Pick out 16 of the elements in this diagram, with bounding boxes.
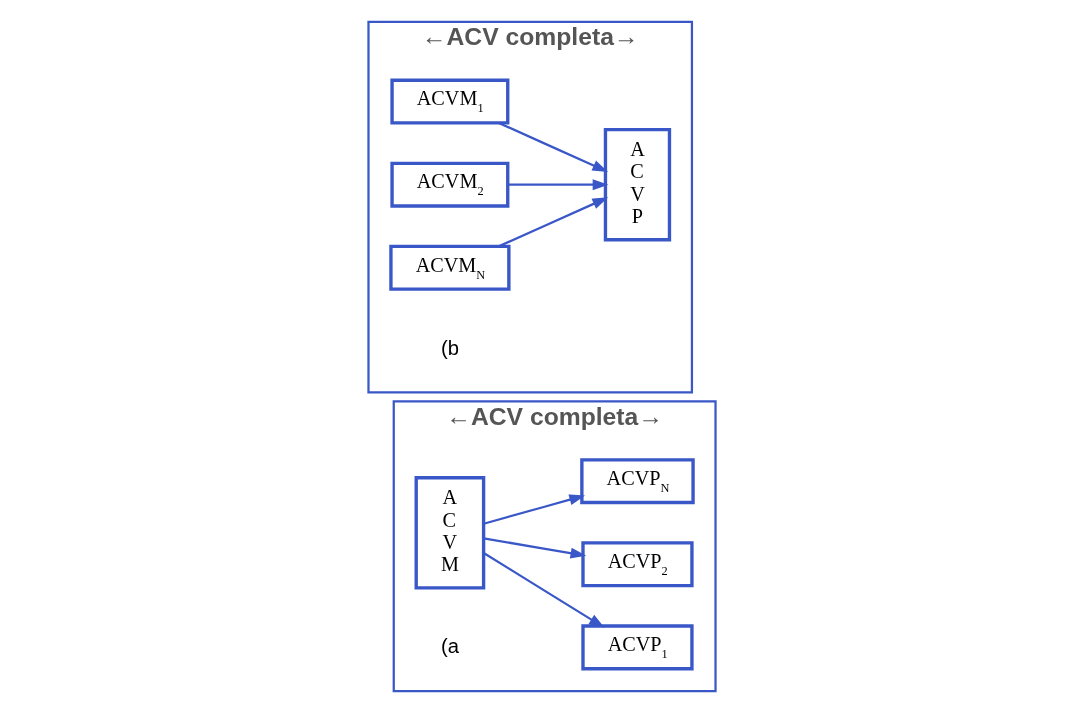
node-box: ACVM$_{1}$ [390, 78, 510, 125]
label: (b [440, 336, 459, 359]
node-box: A C V M [414, 476, 486, 590]
node-box: ACVP$_{N}$ [580, 458, 695, 505]
node-box: ACVM$_{N}$ [389, 244, 511, 291]
arrow [483, 537, 587, 559]
node-box: A C V P [603, 127, 672, 242]
arrow [498, 121, 609, 173]
label: (a [440, 635, 459, 658]
node-box: ACVM$_{2}$ [390, 161, 510, 208]
arrow [483, 552, 605, 628]
arrow [483, 494, 586, 525]
node-box: ACVP$_{2}$ [581, 541, 694, 588]
arrow [508, 179, 609, 191]
arrow [498, 197, 609, 248]
node-box: ACVP$_{1}$ [581, 624, 694, 671]
